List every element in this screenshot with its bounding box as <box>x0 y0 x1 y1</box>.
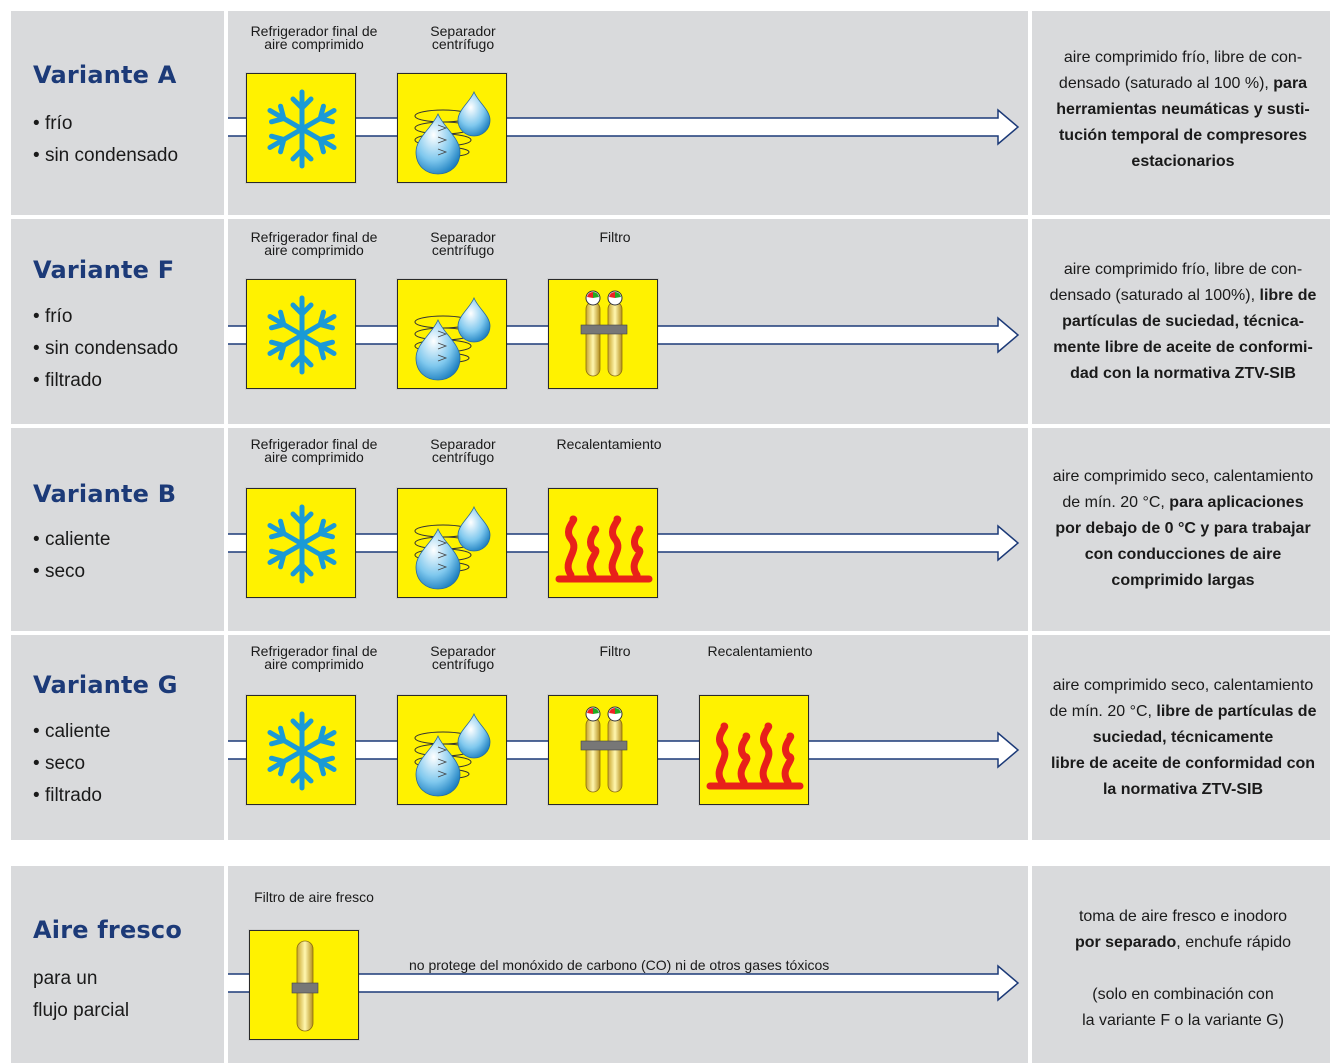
separator-box <box>397 488 507 598</box>
flame-icon <box>706 722 804 790</box>
fresh-air-filter-icon <box>291 940 319 1032</box>
fresh-air-row: Aire fresco para un flujo parcial Filtro… <box>11 866 1330 1063</box>
reheat-label: Recalentamiento <box>707 643 813 659</box>
reheat-box <box>548 488 658 598</box>
reheat-label: Recalentamiento <box>556 436 662 452</box>
variant-info-cell: Variante F • frío • sin condensado • fil… <box>11 219 224 424</box>
description-cell: aire comprimido frío, libre de con-densa… <box>1032 11 1330 215</box>
filter-cartridge-icon <box>580 706 628 793</box>
water-drops-icon <box>414 90 491 175</box>
snowflake-icon <box>267 89 337 169</box>
feature-item: • sin condensado <box>33 338 179 359</box>
variant-info-cell: Variante B • caliente • seco <box>11 428 224 631</box>
feature-list: • frío • sin condensado <box>33 108 178 172</box>
feature-list: • frío • sin condensado • filtrado <box>33 301 178 397</box>
snowflake-icon <box>267 295 337 375</box>
variant-description: aire comprimido frío, libre de con-densa… <box>1049 261 1317 382</box>
feature-item: • filtrado <box>33 370 102 391</box>
fresh-filter-label: Filtro de aire fresco <box>254 889 374 905</box>
fresh-air-note: para un flujo parcial <box>33 963 129 1027</box>
water-drops-icon <box>414 505 491 590</box>
feature-item: • caliente <box>33 529 111 550</box>
separator-box <box>397 279 507 389</box>
separator-box <box>397 73 507 183</box>
snowflake-icon <box>267 711 337 791</box>
cooler-label: Refrigerador final de aire comprimido <box>250 643 378 672</box>
description-cell: toma de aire fresco e inodoro por separa… <box>1032 866 1330 1063</box>
process-diagram-cell: Refrigerador final de aire comprimido Se… <box>228 219 1028 424</box>
variant-row-g: Variante G • caliente • seco • filtrado … <box>11 635 1330 840</box>
separator-label: Separador centrífugo <box>430 229 496 258</box>
cooler-box <box>246 279 356 389</box>
description-cell: aire comprimido frío, libre de con-densa… <box>1032 219 1330 424</box>
water-drops-icon <box>414 712 491 797</box>
variant-title: Variante F <box>33 256 175 284</box>
cooler-box <box>246 695 356 805</box>
feature-item: • sin condensado <box>33 145 179 166</box>
feature-item: • caliente <box>33 721 111 742</box>
filter-box <box>548 695 658 805</box>
variant-info-cell: Variante G • caliente • seco • filtrado <box>11 635 224 840</box>
cooler-box <box>246 488 356 598</box>
cooler-label: Refrigerador final de aire comprimido <box>250 436 378 465</box>
variant-title: Variante B <box>33 480 177 508</box>
note-line: flujo parcial <box>33 1000 130 1021</box>
filter-cartridge-icon <box>580 290 628 377</box>
process-diagram-cell: Filtro de aire fresco no protege del mon… <box>228 866 1028 1063</box>
note-line: para un <box>33 968 98 989</box>
feature-list: • caliente • seco <box>33 524 110 588</box>
separator-box <box>397 695 507 805</box>
fresh-air-description: toma de aire fresco e inodoro por separa… <box>1074 908 1292 1029</box>
cooler-box <box>246 73 356 183</box>
feature-item: • seco <box>33 753 86 774</box>
flame-icon <box>555 515 653 583</box>
feature-item: • filtrado <box>33 785 102 806</box>
fresh-air-info-cell: Aire fresco para un flujo parcial <box>11 866 224 1063</box>
filter-label: Filtro <box>599 643 631 659</box>
process-diagram-cell: Refrigerador final de aire comprimido Se… <box>228 11 1028 215</box>
separator-label: Separador centrífugo <box>430 643 496 672</box>
variant-title: Variante A <box>33 61 177 89</box>
feature-item: • frío <box>33 306 73 327</box>
feature-item: • frío <box>33 113 73 134</box>
process-diagram-cell: Refrigerador final de aire comprimido Se… <box>228 428 1028 631</box>
feature-item: • seco <box>33 561 86 582</box>
variant-description: aire comprimido frío, libre de con-densa… <box>1056 49 1310 170</box>
pipe-warning-text: no protege del monóxido de carbono (CO) … <box>409 957 830 973</box>
filter-box <box>548 279 658 389</box>
process-diagram-cell: Refrigerador final de aire comprimido Se… <box>228 635 1028 840</box>
variant-row-b: Variante B • caliente • seco Refrigerado… <box>11 428 1330 631</box>
fresh-air-title: Aire fresco <box>33 916 183 944</box>
variant-row-f: Variante F • frío • sin condensado • fil… <box>11 219 1330 424</box>
water-drops-icon <box>414 296 491 381</box>
variant-title: Variante G <box>33 671 178 699</box>
air-pipe-arrow <box>228 964 1020 1002</box>
separator-label: Separador centrífugo <box>430 23 496 52</box>
cooler-label: Refrigerador final de aire comprimido <box>250 23 378 52</box>
variant-info-cell: Variante A • frío • sin condensado <box>11 11 224 215</box>
reheat-box <box>699 695 809 805</box>
cooler-label: Refrigerador final de aire comprimido <box>250 229 378 258</box>
feature-list: • caliente • seco • filtrado <box>33 716 110 812</box>
filter-label: Filtro <box>599 229 631 245</box>
separator-label: Separador centrífugo <box>430 436 496 465</box>
variant-row-a: Variante A • frío • sin condensado Refri… <box>11 11 1330 215</box>
snowflake-icon <box>267 504 337 584</box>
fresh-filter-box <box>249 930 359 1040</box>
